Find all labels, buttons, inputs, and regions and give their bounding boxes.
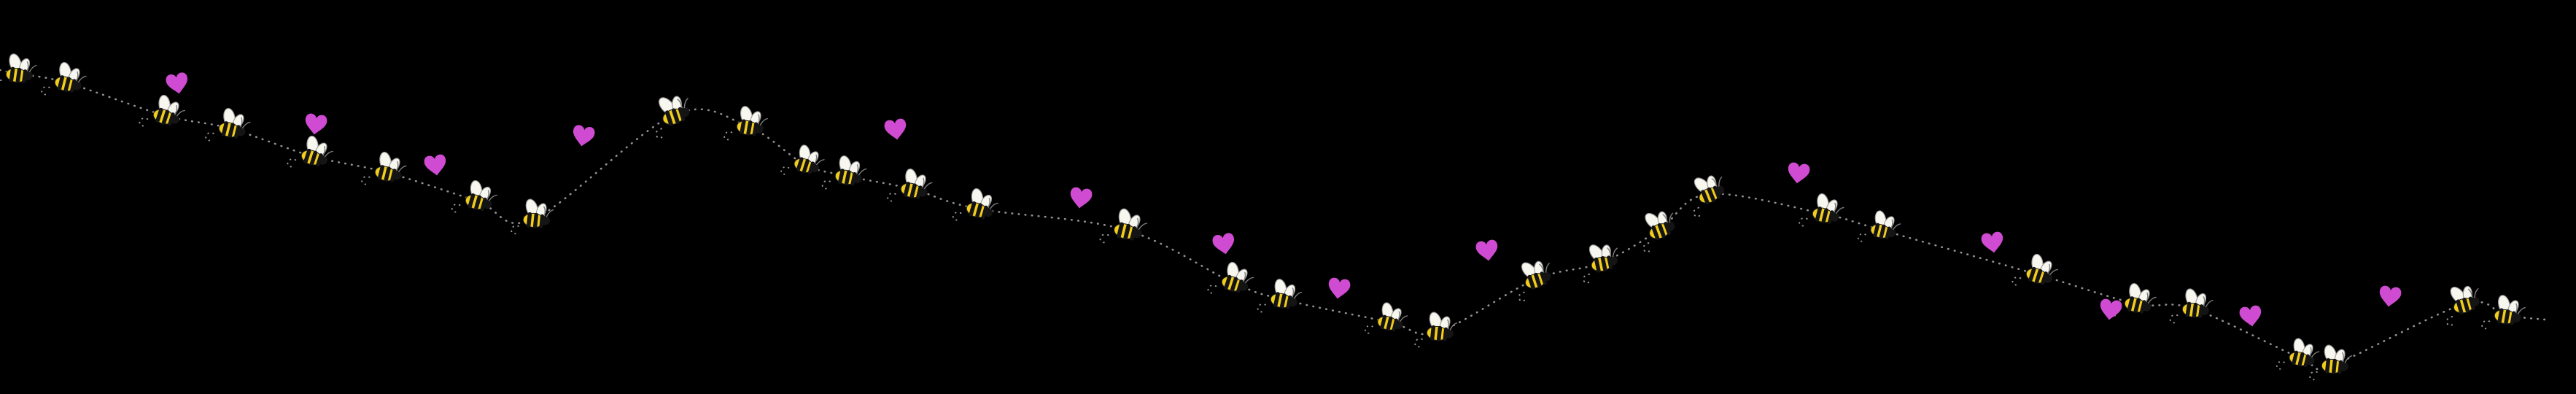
bee-icon [820, 150, 869, 197]
bee-icon [204, 101, 254, 150]
bee-icon [510, 195, 555, 239]
heart-icon [883, 117, 908, 142]
trail-dotted-path [0, 69, 2547, 370]
heart-icon [2378, 285, 2402, 309]
bee-icon [644, 87, 698, 140]
bee-icon [450, 174, 501, 223]
heart-icon [2098, 298, 2123, 322]
heart-icon [303, 112, 328, 136]
bee-icon [951, 182, 1002, 231]
bee-icon [2011, 247, 2062, 297]
bee-icon [723, 101, 770, 147]
heart-icon [165, 72, 190, 96]
heart-icon [2238, 304, 2263, 328]
heart-icon [1786, 161, 1811, 185]
heart-icon [1475, 239, 1500, 263]
bee-icon [1098, 202, 1150, 252]
bee-icon [780, 138, 829, 186]
bee-icon [1631, 203, 1683, 254]
bee-icon [1363, 296, 1411, 342]
bees-and-hearts-layer [0, 49, 2528, 385]
bee-icon [2308, 341, 2354, 385]
bee-icon [1856, 204, 1904, 250]
bee-icon [1798, 187, 1847, 236]
bee-icon [138, 88, 189, 138]
bee-icon [40, 55, 90, 104]
bee-icon [2437, 278, 2487, 328]
heart-icon [1068, 186, 1093, 210]
bee-icon [286, 128, 337, 179]
bee-icon [1575, 237, 1624, 285]
bee-icon [1680, 166, 1733, 219]
heart-icon [423, 153, 448, 177]
bee-icon [2168, 284, 2215, 329]
heart-icon [1327, 277, 1351, 301]
flight-trail [0, 69, 2547, 370]
heart-icon [570, 124, 596, 148]
bee-icon [1206, 255, 1257, 305]
bee-icon [2275, 332, 2322, 378]
bee-icon [1508, 252, 1559, 303]
heart-icon [1980, 231, 2005, 255]
bee-icon [360, 145, 410, 194]
heart-icon [1211, 232, 1237, 256]
bee-icon [2480, 290, 2528, 336]
bee-icon [1413, 308, 1459, 352]
bee-icon [1256, 273, 1305, 320]
bee-icon [886, 162, 936, 211]
